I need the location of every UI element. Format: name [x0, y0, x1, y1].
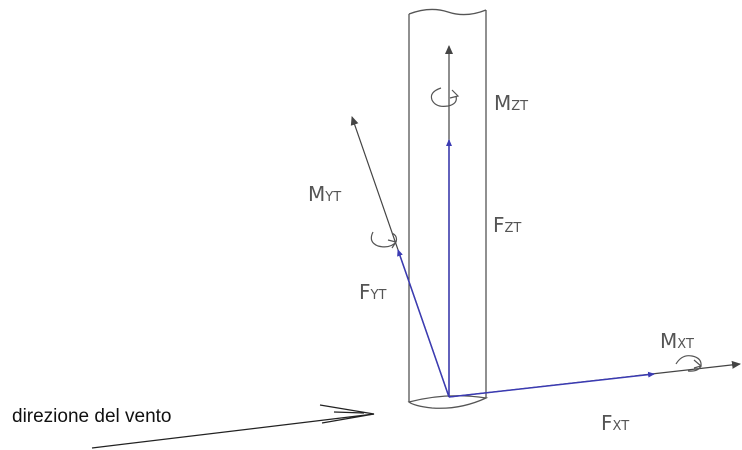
pole-base-ellipse	[407, 395, 489, 409]
x-axis-group	[448, 355, 741, 398]
label-fxt: FXT	[601, 411, 629, 435]
mzt-rotation-icon	[430, 87, 460, 107]
label-mzt: MZT	[494, 91, 528, 115]
label-fyt: FYT	[359, 280, 386, 304]
z-axis-group	[430, 45, 460, 397]
label-myt: MYT	[308, 182, 341, 206]
wind-direction-arrow	[91, 404, 375, 449]
fxt-vector	[448, 371, 655, 398]
label-fzt: FZT	[493, 213, 521, 237]
label-mxt: MXT	[660, 329, 694, 353]
myt-rotation-icon	[370, 231, 398, 249]
mxt-rotation-icon	[675, 355, 703, 372]
pole	[407, 8, 489, 409]
pole-top-break	[408, 8, 487, 16]
wind-direction-caption: direzione del vento	[12, 406, 172, 427]
fyt-vector	[397, 249, 450, 398]
y-axis-group	[350, 116, 450, 398]
